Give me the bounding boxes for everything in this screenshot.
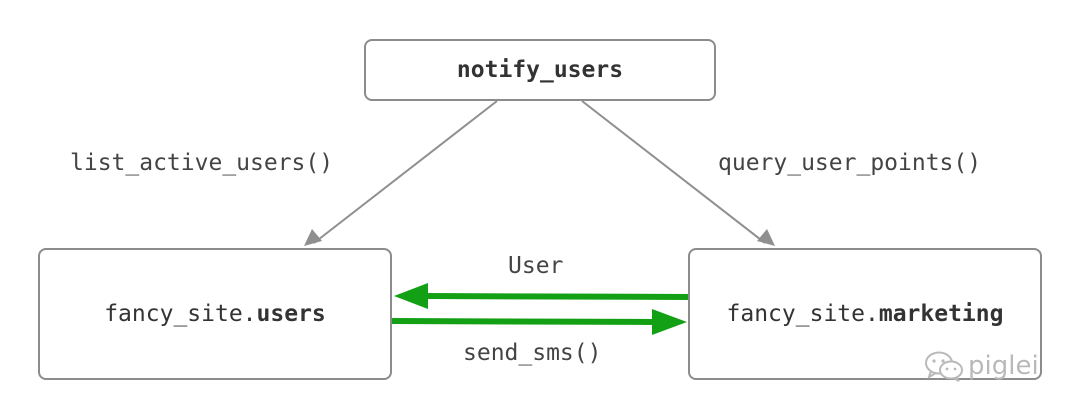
watermark: piglei [924, 350, 1039, 382]
node-notify-users: notify_users [364, 39, 716, 101]
watermark-text: piglei [968, 351, 1039, 381]
edge-right-to-left [424, 293, 691, 300]
edge-label-user: User [508, 253, 564, 279]
edge-top-to-left-arrowhead [304, 229, 322, 246]
edge-left-to-right-arrowhead [652, 309, 687, 335]
edge-top-to-left [313, 100, 498, 244]
edge-label-query-user-points: query_user_points() [718, 150, 982, 176]
node-fancy-site-users: fancy_site.users [38, 248, 392, 380]
node-users-prefix: fancy_site. [104, 301, 257, 327]
edge-top-to-right [581, 100, 766, 244]
node-marketing-prefix: fancy_site. [726, 301, 879, 327]
wechat-icon [924, 350, 964, 382]
edge-label-list-active-users: list_active_users() [70, 150, 334, 176]
node-marketing-name: marketing [878, 301, 1004, 327]
edge-right-to-left-arrowhead [394, 283, 428, 309]
node-fancy-site-marketing: fancy_site.marketing [688, 248, 1042, 380]
node-notify-users-label: notify_users [456, 57, 624, 83]
edge-label-send-sms: send_sms() [463, 340, 602, 366]
node-users-name: users [256, 301, 326, 327]
edge-top-to-right-arrowhead [757, 229, 775, 246]
edge-left-to-right [391, 318, 656, 325]
